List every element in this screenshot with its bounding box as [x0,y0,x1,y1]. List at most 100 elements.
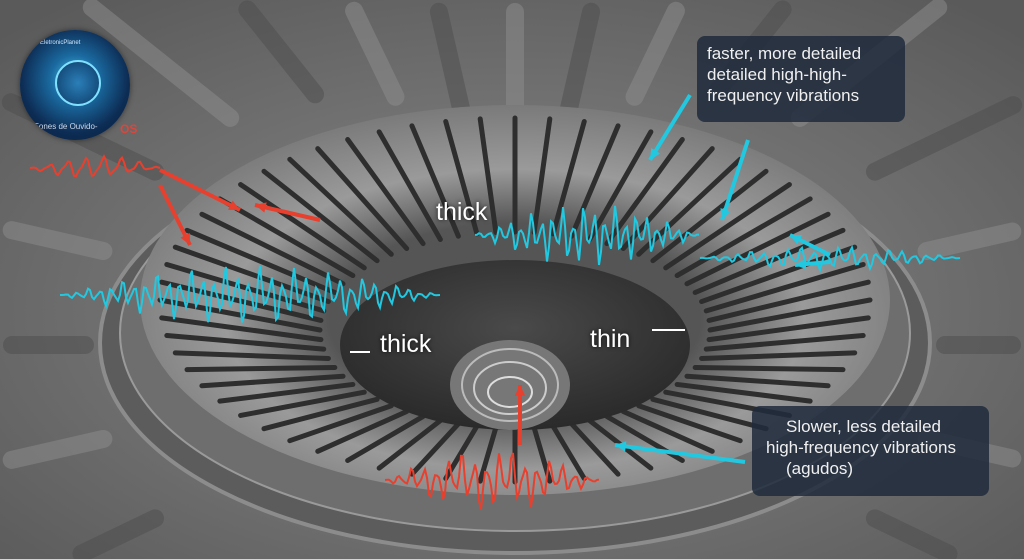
arrow-head [255,202,267,213]
background-ridge [2,221,113,261]
cone-groove [604,136,685,247]
cone-groove [217,196,356,279]
cone-groove [443,118,480,237]
callout-line: Slower, less detailed [786,417,941,436]
cone-groove [199,211,346,287]
cone-groove [550,423,587,482]
cone-groove [692,227,846,295]
background-ridge [82,0,240,127]
logo-brand: EletronicPlanet [40,40,81,46]
cyan-wave-left [59,265,441,323]
background-ridge [559,2,601,121]
cone-groove [345,413,426,464]
cone-groove [692,365,846,373]
cone-groove [636,156,743,257]
arrow-shaft [158,184,192,246]
voice-coil [450,340,570,430]
callout-line: high-frequency vibrations [766,438,956,457]
arrow-head [790,235,802,245]
cyan-arrow [720,139,750,221]
cone-groove [674,196,813,279]
cone-groove [315,146,410,252]
cone-groove [376,129,443,242]
red-arrow [254,202,321,222]
cone-groove [376,418,443,471]
logo-name: Fones de Ouvido- [34,122,98,131]
cone-groove [587,129,654,242]
callout-line: (agudos) [786,459,854,478]
arrow-head [615,441,627,452]
cone-groove [636,403,743,444]
background-ridge [429,2,471,121]
cyan-arrow [648,93,692,162]
cone-groove [663,182,792,271]
cone-groove [699,350,858,361]
cone-groove [345,136,426,247]
cone-groove [409,123,461,239]
cone-groove [706,279,871,323]
cone-groove [184,365,338,373]
callout-line: frequency vibrations [707,86,860,105]
red-arrow [158,184,192,246]
cone-groove [684,211,831,287]
red-arrow [159,168,241,212]
cone-groove [261,168,380,264]
label-thick-inner: thick [380,330,432,358]
cone-groove [287,403,394,444]
arrow-head [795,258,807,270]
cone-groove [159,315,324,343]
cone-groove [217,381,356,404]
arrow-shaft [254,203,321,222]
cone-groove [569,421,621,477]
cone-groove [531,116,553,235]
label-thick-top: thick [436,198,488,226]
logo-suffix: OS [120,122,138,136]
arrow-shaft [159,168,241,212]
cone-groove [287,156,394,257]
cyan-wave-top [474,205,700,266]
globe-icon [55,60,101,106]
background-ridge [238,0,325,104]
cone-groove [706,315,871,343]
background-ridge [2,429,113,469]
cone-groove [707,297,873,333]
label-thin-inner: thin [590,325,631,353]
cone-groove [620,408,715,454]
arrow-head [720,208,731,220]
cone-groove [703,333,866,352]
logo-badge: EletronicPlanet Fones de Ouvido- [20,30,130,140]
arrow-shaft [614,443,746,464]
cone-grooves [157,115,873,485]
background-ridge [345,1,405,106]
background-ridge [72,509,165,559]
arrow-shaft [648,93,692,162]
cyan-arrow [794,258,831,270]
arrow-shaft [720,139,750,221]
cone-groove [238,389,367,418]
cone-groove [650,168,769,264]
cone-groove [674,381,813,404]
background-ridge [625,1,685,106]
cone-groove [261,396,380,432]
callout-high-frequency: faster, more detailed detailed high-high… [697,36,905,122]
cone-groove [477,116,499,235]
background-ridge [865,509,958,559]
cone-groove [199,373,346,389]
cyan-arrow [614,441,746,464]
callout-low-detail: Slower, less detailed high-frequency vib… [752,406,989,496]
cone-groove [164,333,327,352]
red-wave-bottom [384,452,600,510]
cyan-wave-right [699,244,961,273]
arrow-head [650,148,661,160]
cone-groove [409,421,461,477]
background-ridge [865,96,1023,181]
cone-groove [684,373,831,389]
cone-groove [569,123,621,239]
cone-groove [550,118,587,237]
arrow-head [180,233,190,245]
arrow-head [228,200,240,210]
red-wave-left [29,154,161,178]
red-arrow-up [514,385,526,445]
background-ridge [917,222,1022,261]
